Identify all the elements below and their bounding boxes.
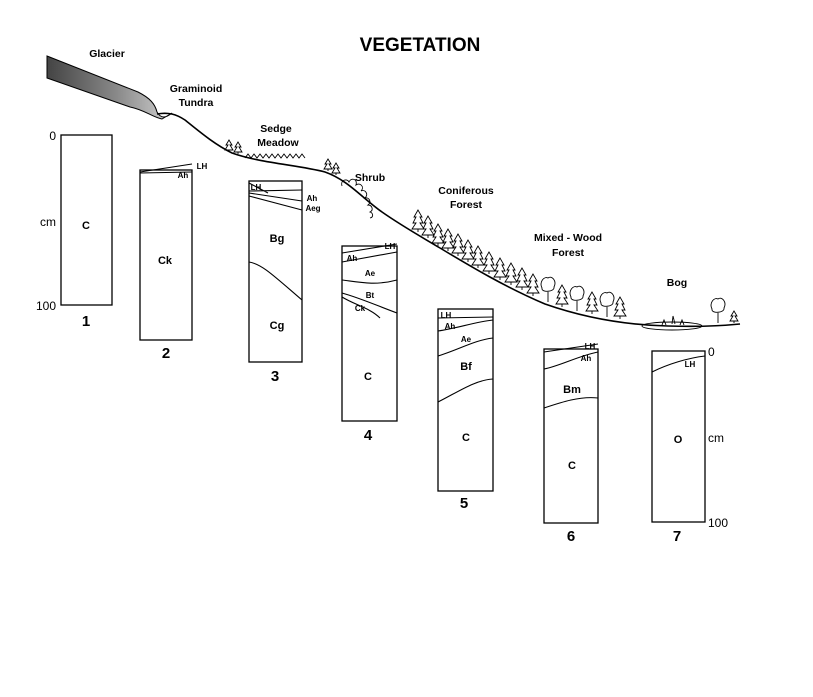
label-graminoid: Graminoid (170, 83, 223, 95)
soil-profile-1: C 1 (60, 134, 113, 330)
left-scale-unit: cm (40, 215, 56, 229)
label-glacier: Glacier (89, 48, 125, 60)
terrain-line (156, 112, 741, 328)
horizon-ah: Ah (581, 354, 592, 363)
horizon-aeg: Aeg (305, 204, 320, 213)
horizon-o: O (674, 434, 683, 446)
left-scale-bottom: 100 (36, 299, 56, 313)
horizon-lh: LH (251, 183, 262, 192)
label-coniferous-forest: Forest (450, 199, 483, 211)
soil-profile-4: LH Ah Ae Bt Ck C 4 (341, 242, 398, 444)
horizon-c: C (462, 432, 470, 444)
soil-profile-2: LH Ah Ck 2 (139, 162, 208, 362)
soil-profile-3: LH Ah Aeg Bg Cg 3 (248, 180, 321, 385)
label-coniferous: Coniferous (438, 185, 494, 197)
horizon-lh: LH (385, 242, 396, 251)
horizon-ae: Ae (461, 335, 472, 344)
horizon-ck: Ck (158, 255, 173, 267)
horizon-c: C (568, 460, 576, 472)
horizon-bt: Bt (366, 291, 375, 300)
label-tundra: Tundra (179, 97, 214, 109)
soil-profile-7: LH O 7 (651, 350, 706, 545)
bog-vegetation (641, 297, 739, 331)
profile-number: 6 (567, 528, 575, 545)
profile-number: 1 (82, 313, 90, 330)
horizon-lh: LH (197, 162, 208, 171)
horizon-ah: Ah (347, 254, 358, 263)
shrub-vegetation (323, 158, 374, 219)
profile-number: 2 (162, 345, 170, 362)
soil-profile-5: LH Ah Ae Bf C 5 (437, 308, 494, 512)
right-scale-top: 0 (708, 345, 715, 359)
glacier-shape (46, 55, 173, 120)
horizon-c: C (82, 220, 90, 232)
mixed-wood-forest-vegetation (526, 273, 627, 320)
label-shrub: Shrub (355, 172, 385, 184)
horizon-ah: Ah (307, 194, 318, 203)
horizon-ah: Ah (445, 322, 456, 331)
horizon-ah: Ah (178, 171, 189, 180)
horizon-bf: Bf (460, 361, 472, 373)
right-scale-bottom: 100 (708, 516, 728, 530)
horizon-lh: LH (441, 311, 452, 320)
soil-profile-6: LH Ah Bm C 6 (543, 342, 599, 545)
sedge-meadow-vegetation (224, 139, 306, 159)
label-meadow: Meadow (257, 137, 299, 149)
horizon-ae: Ae (365, 269, 376, 278)
label-sedge: Sedge (260, 123, 292, 135)
profile-number: 3 (271, 368, 279, 385)
horizon-bg: Bg (270, 233, 285, 245)
profile-number: 4 (364, 427, 373, 444)
right-scale-unit: cm (708, 431, 724, 445)
left-scale-top: 0 (49, 129, 56, 143)
horizon-bm: Bm (563, 384, 581, 396)
label-mixed-wood: Mixed - Wood (534, 232, 602, 244)
profile-number: 7 (673, 528, 681, 545)
diagram-title: VEGETATION (360, 35, 481, 56)
label-bog: Bog (667, 277, 687, 289)
horizon-ck: Ck (355, 304, 366, 313)
horizon-lh: LH (585, 342, 596, 351)
label-mixed-wood-forest: Forest (552, 247, 585, 259)
horizon-c: C (364, 371, 372, 383)
horizon-lh: LH (685, 360, 696, 369)
profile-number: 5 (460, 495, 468, 512)
horizon-cg: Cg (270, 320, 285, 332)
coniferous-forest-vegetation (411, 209, 529, 291)
